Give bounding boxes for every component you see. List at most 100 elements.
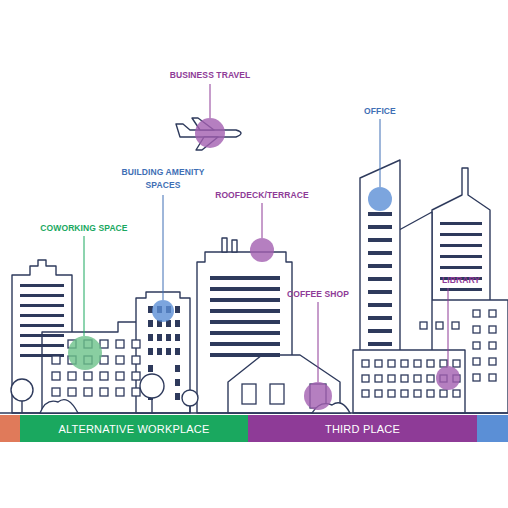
window-frame <box>132 372 140 380</box>
window-row <box>368 342 392 346</box>
band-label: ALTERNATIVE WORKPLACE <box>58 423 209 435</box>
window-frame <box>440 390 447 397</box>
window-frame <box>401 360 408 367</box>
window-frame <box>420 322 427 329</box>
building-outline <box>222 238 227 252</box>
callout-dot <box>68 118 460 410</box>
window-row <box>148 348 153 355</box>
window-frame <box>453 390 460 397</box>
window-row <box>368 251 392 255</box>
building-outline <box>228 355 340 413</box>
window-frame <box>427 360 434 367</box>
window-row <box>210 298 280 302</box>
airplane-icon <box>176 118 241 150</box>
window-frame <box>414 390 421 397</box>
tree <box>21 401 22 413</box>
window-frame <box>473 358 480 365</box>
window-row <box>440 288 482 291</box>
window-row <box>157 348 162 355</box>
callout-dot <box>152 300 174 322</box>
window-row <box>368 238 392 242</box>
band-end <box>477 415 508 442</box>
leader-line <box>163 195 164 300</box>
window-row <box>368 303 392 307</box>
window-row <box>210 309 280 313</box>
window-row <box>440 255 482 258</box>
callout-label: BUSINESS TRAVEL <box>150 69 270 82</box>
window-frame <box>414 360 421 367</box>
window-frame <box>100 388 108 396</box>
window-row <box>210 331 280 335</box>
window-row <box>175 320 180 327</box>
window-row <box>166 334 171 341</box>
window-row <box>20 314 64 317</box>
leader-line <box>318 302 319 382</box>
window-frame <box>401 390 408 397</box>
callout-dot <box>68 336 102 370</box>
window-row <box>368 212 392 216</box>
callout-dot <box>250 238 274 262</box>
window-row <box>175 365 180 372</box>
window-row <box>368 329 392 333</box>
window-row <box>175 306 180 313</box>
tree <box>140 374 164 398</box>
window-frame <box>68 372 76 380</box>
tree <box>40 400 78 413</box>
window-frame <box>388 360 395 367</box>
window-row <box>440 233 482 236</box>
window-frame <box>489 326 496 333</box>
callout-dot <box>436 366 460 390</box>
tree <box>182 390 198 406</box>
callout-dot <box>304 382 332 410</box>
window-frame <box>375 375 382 382</box>
callout-label: ROOFDECK/TERRACE <box>202 189 322 202</box>
window-frame <box>473 310 480 317</box>
window-row <box>368 316 392 320</box>
window-frame <box>388 375 395 382</box>
window-row <box>210 320 280 324</box>
window-frame <box>473 326 480 333</box>
tree <box>189 406 190 413</box>
window-frame <box>270 384 284 404</box>
leader-line <box>84 236 85 336</box>
window-frame <box>116 388 124 396</box>
window-frame <box>100 340 108 348</box>
window-frame <box>440 360 447 367</box>
window-row <box>440 266 482 269</box>
window-frame <box>436 322 443 329</box>
window-frame <box>116 356 124 364</box>
window-row <box>210 342 280 346</box>
window-row <box>368 277 392 281</box>
window-row <box>368 290 392 294</box>
window-frame <box>427 375 434 382</box>
window-frame <box>242 384 256 404</box>
leader-line <box>84 84 448 382</box>
window-row <box>210 276 280 280</box>
window-row <box>368 264 392 268</box>
window-frame <box>52 310 496 408</box>
window-row <box>20 334 64 337</box>
callout-dot <box>195 118 225 148</box>
window-row <box>20 304 64 307</box>
category-band: ALTERNATIVE WORKPLACE <box>20 415 248 442</box>
building-outline <box>0 160 508 413</box>
window-row <box>20 344 64 347</box>
building-outline <box>360 160 400 413</box>
window-frame <box>452 322 459 329</box>
window-frame <box>401 375 408 382</box>
window-frame <box>52 388 60 396</box>
leader-line <box>262 203 263 238</box>
window-row <box>20 324 64 327</box>
window-row <box>175 393 180 400</box>
window-frame <box>473 342 480 349</box>
tree <box>11 374 350 413</box>
leader-line <box>380 119 381 187</box>
window-frame <box>52 356 60 364</box>
window-frame <box>489 342 496 349</box>
window-row <box>175 334 180 341</box>
band-end <box>0 415 508 442</box>
window-frame <box>132 388 140 396</box>
building-outline <box>232 240 237 252</box>
window-row <box>210 353 280 357</box>
